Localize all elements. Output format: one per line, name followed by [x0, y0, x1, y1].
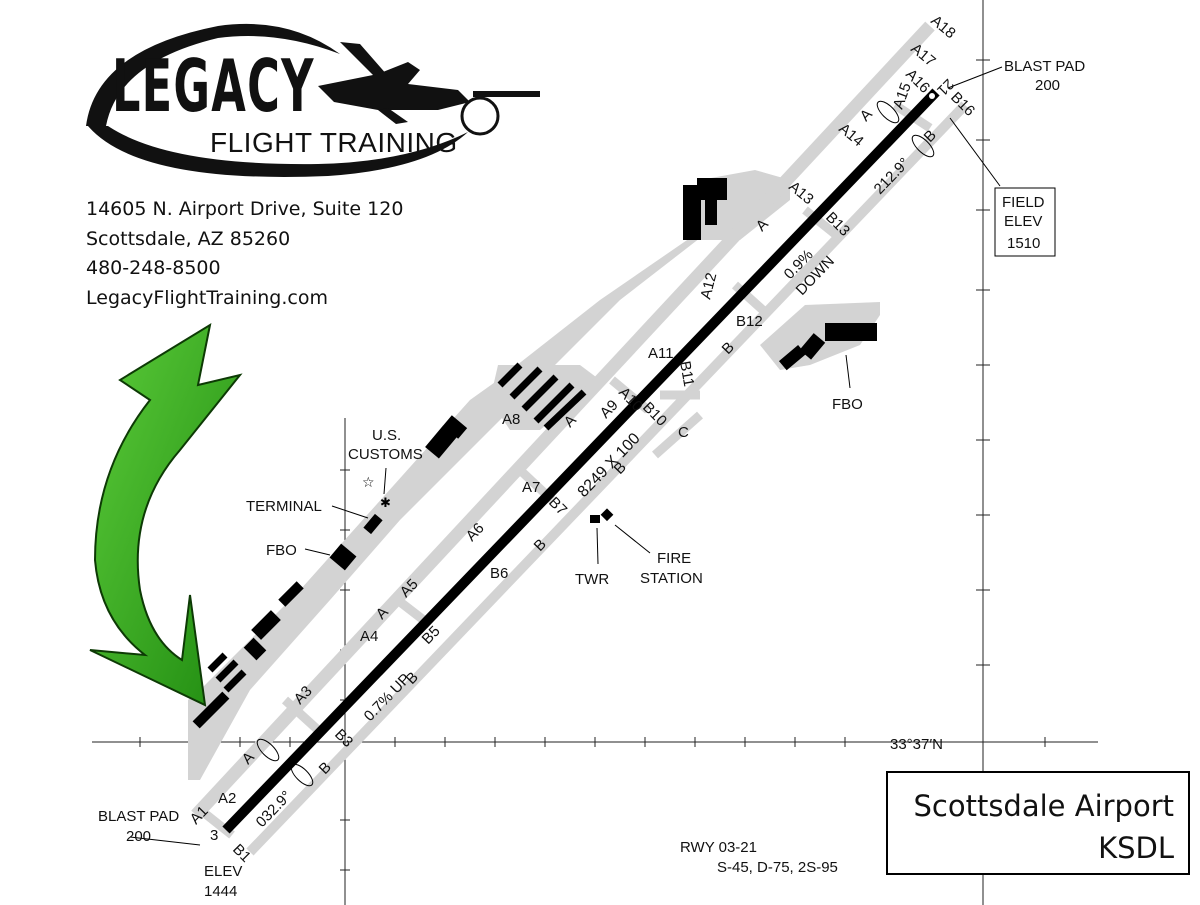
customs-star: ☆ [362, 475, 375, 491]
hold-markers [256, 100, 935, 787]
info-labels: BLAST PAD 200 BLAST PAD 200 ELEV 1444 FI… [98, 58, 1085, 900]
blast-pad-sw-value: 200 [126, 828, 151, 845]
fire-station-line1: FIRE [657, 550, 691, 567]
connector-c: C [678, 424, 689, 441]
north-apron [490, 365, 600, 430]
taxiway-b11: B11 [676, 360, 697, 388]
latitude-label: 33°37′N [890, 736, 943, 753]
runway-end-21-marker [929, 93, 935, 99]
taxiway-b6: B6 [490, 565, 508, 582]
elev-sw-label: ELEV [204, 863, 242, 880]
fire-station-line2: STATION [640, 570, 703, 587]
field-elev-value: 1510 [1007, 235, 1040, 252]
green-arrow-icon [89, 322, 243, 707]
logo: LEGACY FLIGHT TRAINING [78, 14, 548, 184]
address-line2: Scottsdale, AZ 85260 [86, 227, 291, 250]
airport-name: Scottsdale Airport [913, 789, 1174, 823]
parallel-a-5: A [857, 106, 876, 125]
taxiway-a11: A11 [648, 345, 674, 362]
fbo-east-label: FBO [832, 396, 863, 413]
blast-pad-ne-value: 200 [1035, 77, 1060, 94]
address-line1: 14605 N. Airport Drive, Suite 120 [86, 198, 404, 220]
parallel-a-4: A [753, 216, 772, 235]
logo-wordmark: LEGACY [112, 44, 315, 128]
taxiway-a8: A8 [502, 411, 520, 428]
tower-label: TWR [575, 571, 609, 588]
phone-number: 480-248-8500 [86, 257, 221, 279]
hangar-rows [207, 362, 587, 693]
taxiway-b13: B13 [822, 209, 853, 240]
runway-03-21 [222, 88, 940, 834]
runway-designator: RWY 03-21 [680, 839, 757, 856]
taxiway-a4: A4 [360, 628, 378, 645]
taxiway-a7: A7 [522, 479, 540, 496]
taxiway-a12: A12 [697, 271, 720, 301]
facility-labels: U.S. CUSTOMS TERMINAL FBO FBO TWR FIRE S… [246, 396, 863, 588]
field-elev-line2: ELEV [1004, 213, 1042, 230]
runway-end-3: 3 [210, 827, 218, 844]
field-elev-box [994, 187, 1056, 257]
runway-dimensions: 8249 X 100 [575, 430, 644, 501]
elev-sw-value: 1444 [204, 883, 237, 900]
logo-swoosh [86, 23, 540, 177]
customs-label-line1: U.S. [372, 427, 401, 444]
buildings [192, 178, 877, 729]
airplane-icon [318, 62, 470, 110]
airport-name-box: Scottsdale Airport KSDL [886, 771, 1190, 875]
blast-pad-ne-label: BLAST PAD [1004, 58, 1085, 75]
logo-subtitle: FLIGHT TRAINING [210, 127, 458, 158]
customs-label-line2: CUSTOMS [348, 446, 423, 463]
taxiway-a18: A18 [927, 12, 958, 42]
taxiway-b [246, 101, 969, 856]
callout-lines [129, 66, 1003, 846]
fbo-west-label: FBO [266, 542, 297, 559]
terminal-label: TERMINAL [246, 498, 322, 515]
blast-pad-sw-label: BLAST PAD [98, 808, 179, 825]
airport-code: KSDL [1098, 831, 1174, 865]
website-link[interactable]: LegacyFlightTraining.com [86, 286, 328, 309]
field-elev-line1: FIELD [1002, 194, 1045, 211]
contact-info: 14605 N. Airport Drive, Suite 120 Scotts… [86, 195, 403, 313]
taxiway-a2: A2 [218, 790, 236, 807]
runway-strength: S-45, D-75, 2S-95 [717, 859, 838, 876]
taxiway-b12: B12 [736, 313, 763, 330]
customs-marker: ✱ [380, 496, 391, 511]
heading-ne: 212.9° [871, 155, 913, 198]
taxiway-a [191, 21, 935, 820]
